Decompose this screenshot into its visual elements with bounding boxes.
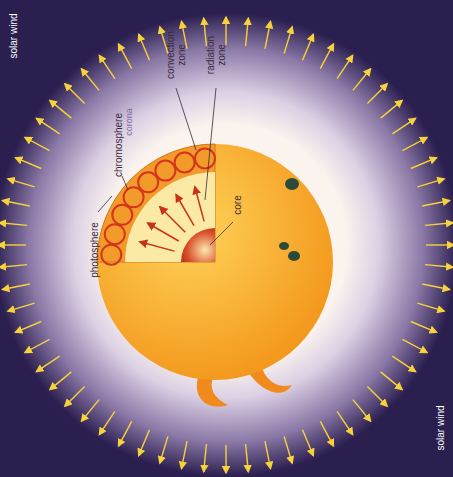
wind-arrow: [367, 386, 387, 406]
wind-arrow: [284, 436, 292, 463]
wind-arrow: [303, 34, 314, 60]
wind-arrow: [0, 265, 27, 268]
wind-arrow: [337, 55, 353, 78]
solar-wind-arrows: [0, 17, 453, 473]
wind-arrow: [381, 100, 403, 118]
leader-line: [98, 196, 112, 212]
wind-arrow: [425, 223, 453, 226]
leader-line: [176, 88, 196, 150]
wind-arrow: [15, 158, 41, 169]
leader-line: [210, 222, 233, 245]
wind-arrow: [353, 400, 371, 422]
wind-arrow: [36, 118, 59, 134]
leader-line: [122, 176, 128, 190]
wind-arrow: [225, 17, 226, 45]
wind-arrow: [81, 69, 99, 91]
part-label: chromosphere: [113, 113, 124, 177]
wind-arrow: [81, 400, 99, 422]
part-label: core: [232, 195, 243, 214]
wind-arrow: [246, 444, 249, 472]
wind-arrow: [353, 69, 371, 91]
wind-arrow: [422, 284, 449, 290]
wind-arrow: [99, 411, 115, 434]
wind-arrow: [2, 284, 29, 290]
convection-cell: [124, 187, 144, 207]
leader-line: [205, 88, 216, 200]
wind-arrow: [426, 244, 453, 245]
wind-arrow: [0, 244, 26, 245]
wind-arrow: [320, 421, 333, 446]
wind-arrow: [337, 411, 353, 434]
wind-arrow: [320, 44, 333, 69]
wind-arrow: [246, 18, 249, 46]
sun-body: [97, 144, 333, 380]
wind-arrow: [15, 322, 41, 333]
part-label: corona: [125, 108, 135, 136]
wind-arrow: [8, 303, 35, 311]
wind-arrow: [225, 445, 226, 473]
part-label: solar wind: [8, 13, 19, 58]
wind-arrow: [8, 179, 35, 187]
wind-arrow: [303, 430, 314, 456]
wind-arrow: [381, 372, 403, 390]
wind-arrow: [139, 34, 150, 60]
wind-arrow: [119, 421, 132, 446]
radiation-arrow: [160, 207, 186, 233]
wind-arrow: [2, 201, 29, 207]
wind-arrow: [417, 179, 444, 187]
radiation-arrow: [195, 187, 204, 222]
convection-cell: [112, 205, 132, 225]
wind-arrow: [65, 386, 85, 406]
wind-arrow: [284, 27, 292, 54]
wind-arrow: [265, 21, 271, 48]
radiation-arrow: [140, 242, 175, 251]
convection-cell: [195, 149, 215, 169]
sunspot: [285, 178, 299, 190]
sunspot: [288, 251, 300, 261]
convection-cell: [155, 161, 175, 181]
core: [181, 228, 215, 262]
wind-arrow: [25, 138, 50, 151]
wind-arrow: [160, 436, 168, 463]
radiation-zone: [125, 172, 215, 262]
wind-arrow: [392, 356, 415, 372]
wind-arrow: [36, 356, 59, 372]
wind-arrow: [265, 441, 271, 468]
wind-arrow: [425, 265, 453, 268]
wind-arrow: [411, 322, 437, 333]
wind-arrow: [25, 339, 50, 352]
part-label: solar wind: [435, 405, 446, 450]
part-label: radiation zone: [205, 26, 227, 84]
wind-arrow: [65, 84, 85, 104]
convection-cell: [105, 224, 125, 244]
corona-glow: [0, 13, 453, 477]
wind-arrow: [99, 55, 115, 78]
radiation-arrow: [176, 195, 194, 226]
sunspot: [279, 242, 289, 250]
wind-arrow: [402, 339, 427, 352]
convection-cell: [175, 153, 195, 173]
wind-arrow: [139, 430, 150, 456]
wind-arrow: [422, 201, 449, 207]
wind-arrow: [367, 84, 387, 104]
wind-arrow: [411, 158, 437, 169]
wind-arrow: [204, 444, 207, 472]
part-label: convection zone: [165, 26, 187, 84]
wind-arrow: [402, 138, 427, 151]
convection-cell: [101, 245, 121, 265]
wind-arrow: [119, 44, 132, 69]
wind-arrow: [182, 441, 188, 468]
wind-arrow: [50, 372, 72, 390]
wind-arrow: [50, 100, 72, 118]
convection-cell: [138, 172, 158, 192]
part-label: photosphere: [89, 222, 100, 278]
radiation-arrow: [148, 223, 179, 241]
wind-arrow: [0, 223, 27, 226]
wind-arrow: [392, 118, 415, 134]
wind-arrow: [417, 303, 444, 311]
